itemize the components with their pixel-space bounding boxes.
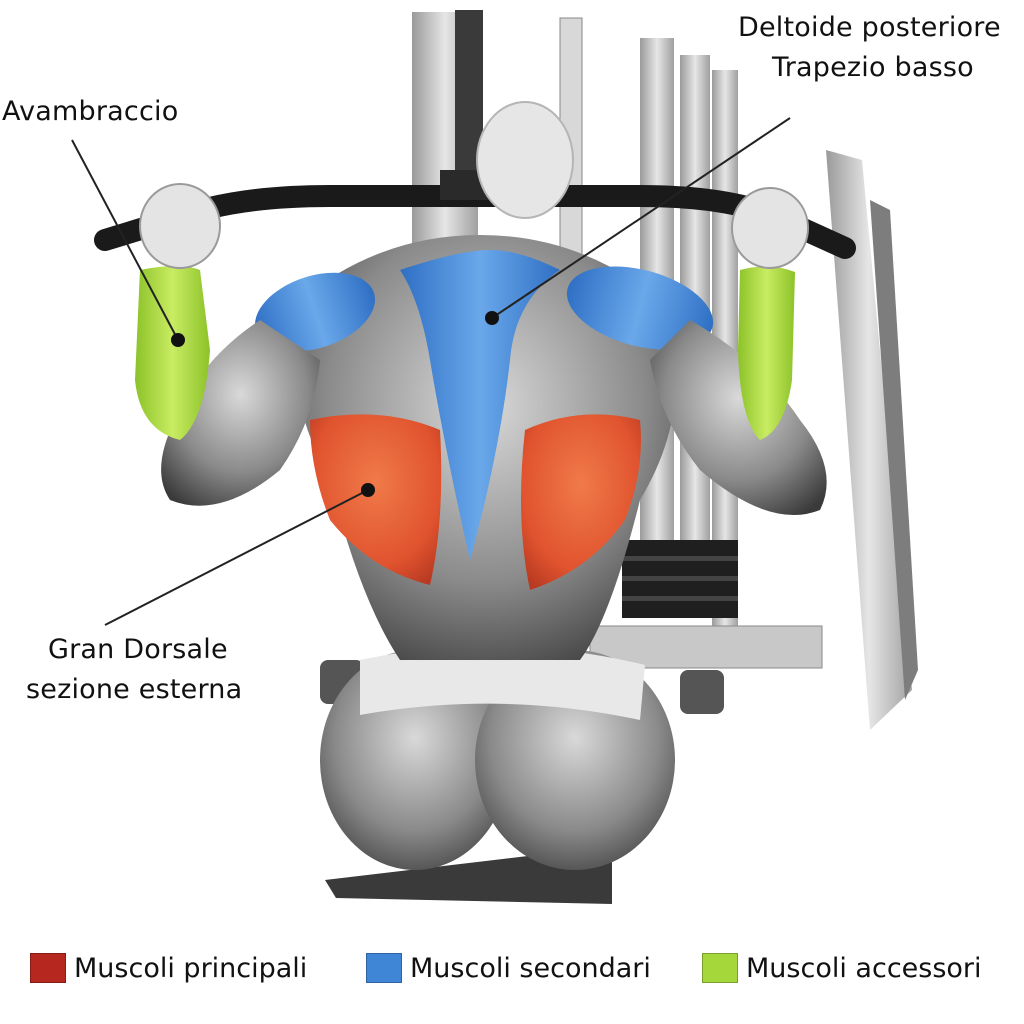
legend-swatch-primary <box>30 953 66 983</box>
legend-item-primary: Muscoli principali <box>30 948 307 988</box>
legend-label-primary: Muscoli principali <box>74 952 308 984</box>
label-latissimus-line1: Gran Dorsale <box>48 634 228 665</box>
trapezius <box>400 250 560 560</box>
legend-item-secondary: Muscoli secondari <box>366 948 651 988</box>
forearm-marker <box>171 333 185 347</box>
head <box>476 101 574 219</box>
label-rear-deltoid: Deltoide posteriore <box>738 12 1001 43</box>
trapezius-marker <box>485 311 499 325</box>
leader-lines <box>71 117 791 626</box>
torso <box>254 101 714 660</box>
legend-item-accessory: Muscoli accessori <box>702 948 982 988</box>
legend-label-secondary: Muscoli secondari <box>410 952 651 984</box>
legend-swatch-secondary <box>366 953 402 983</box>
latissimus-left <box>310 414 442 585</box>
legend: Muscoli principali Muscoli secondari Mus… <box>30 948 1010 988</box>
forearm-left <box>135 266 210 440</box>
forearm-right <box>738 266 795 440</box>
label-forearm: Avambraccio <box>2 96 179 127</box>
legend-label-accessory: Muscoli accessori <box>746 952 982 984</box>
rear-deltoid-right <box>566 266 714 350</box>
label-lower-trapezius: Trapezio basso <box>772 52 974 83</box>
arms <box>135 183 827 515</box>
latissimus-marker <box>361 483 375 497</box>
lower-body <box>320 646 675 870</box>
label-latissimus-line2: sezione esterna <box>26 674 243 705</box>
rear-deltoid-left <box>254 272 376 352</box>
legend-swatch-accessory <box>702 953 738 983</box>
latissimus-right <box>521 414 641 590</box>
